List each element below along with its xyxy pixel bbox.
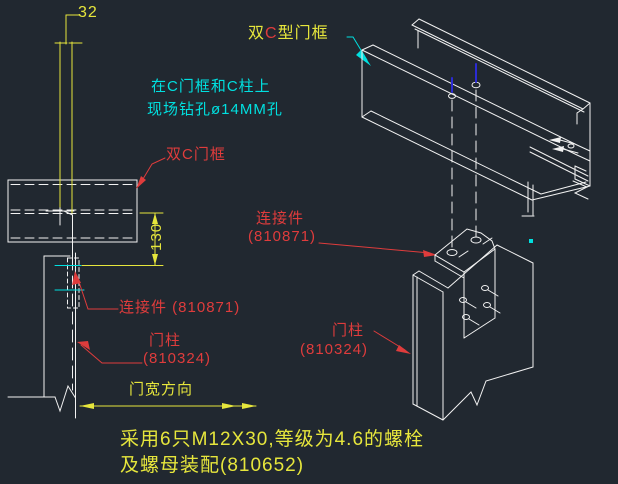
label-door-width-direction: 门宽方向: [129, 381, 194, 398]
leader-column-right: [373, 330, 411, 354]
label-connector-right-part: (810871): [248, 228, 317, 245]
note-drill-line2: 现场钻孔ø14MM孔: [147, 101, 283, 118]
beam-isometric: [361, 18, 591, 217]
dimension-32: [54, 14, 83, 214]
label-column-right-name: 门柱: [332, 322, 365, 339]
note-drill-line1: 在C门框和C柱上: [151, 78, 271, 95]
dim-32-label: 32: [78, 4, 98, 21]
label-top-frame-c: C: [265, 25, 278, 42]
leader-connector-right: [318, 242, 437, 257]
dimension-130: [81, 212, 164, 266]
note-bolt-line2: 及螺母装配(810652): [120, 455, 305, 476]
label-top-frame: 双C型门框: [248, 25, 329, 43]
label-top-frame-prefix: 双: [248, 25, 266, 42]
connector-bracket-isometric: [434, 228, 496, 339]
bolt-centerlines-plan: [54, 265, 85, 291]
leader-left-frame: [136, 157, 166, 189]
dim-130-label: 130: [148, 222, 166, 251]
label-left-frame: 双C门框: [166, 146, 226, 163]
leader-column-left: [77, 341, 143, 364]
label-connector-right-name: 连接件: [256, 210, 305, 227]
column-isometric: [412, 244, 534, 421]
osnap-marker: [529, 239, 533, 243]
dimension-door-width: [79, 403, 257, 409]
leader-top-frame: [346, 36, 371, 66]
label-column-right-part: (810324): [300, 341, 369, 358]
bolt-centerlines-blue: [451, 63, 477, 93]
beam-bolt-holes: [448, 81, 481, 251]
label-connector-left: 连接件 (810871): [119, 299, 241, 316]
leader-connector-left: [72, 271, 119, 310]
label-column-left-name: 门柱: [149, 332, 182, 349]
label-column-left-part: (810324): [143, 350, 212, 367]
door-column-plan-view: [7, 252, 80, 419]
note-bolt-line1: 采用6只M12X30,等级为4.6的螺栓: [120, 429, 425, 450]
label-top-frame-suffix: 型门框: [277, 25, 329, 42]
